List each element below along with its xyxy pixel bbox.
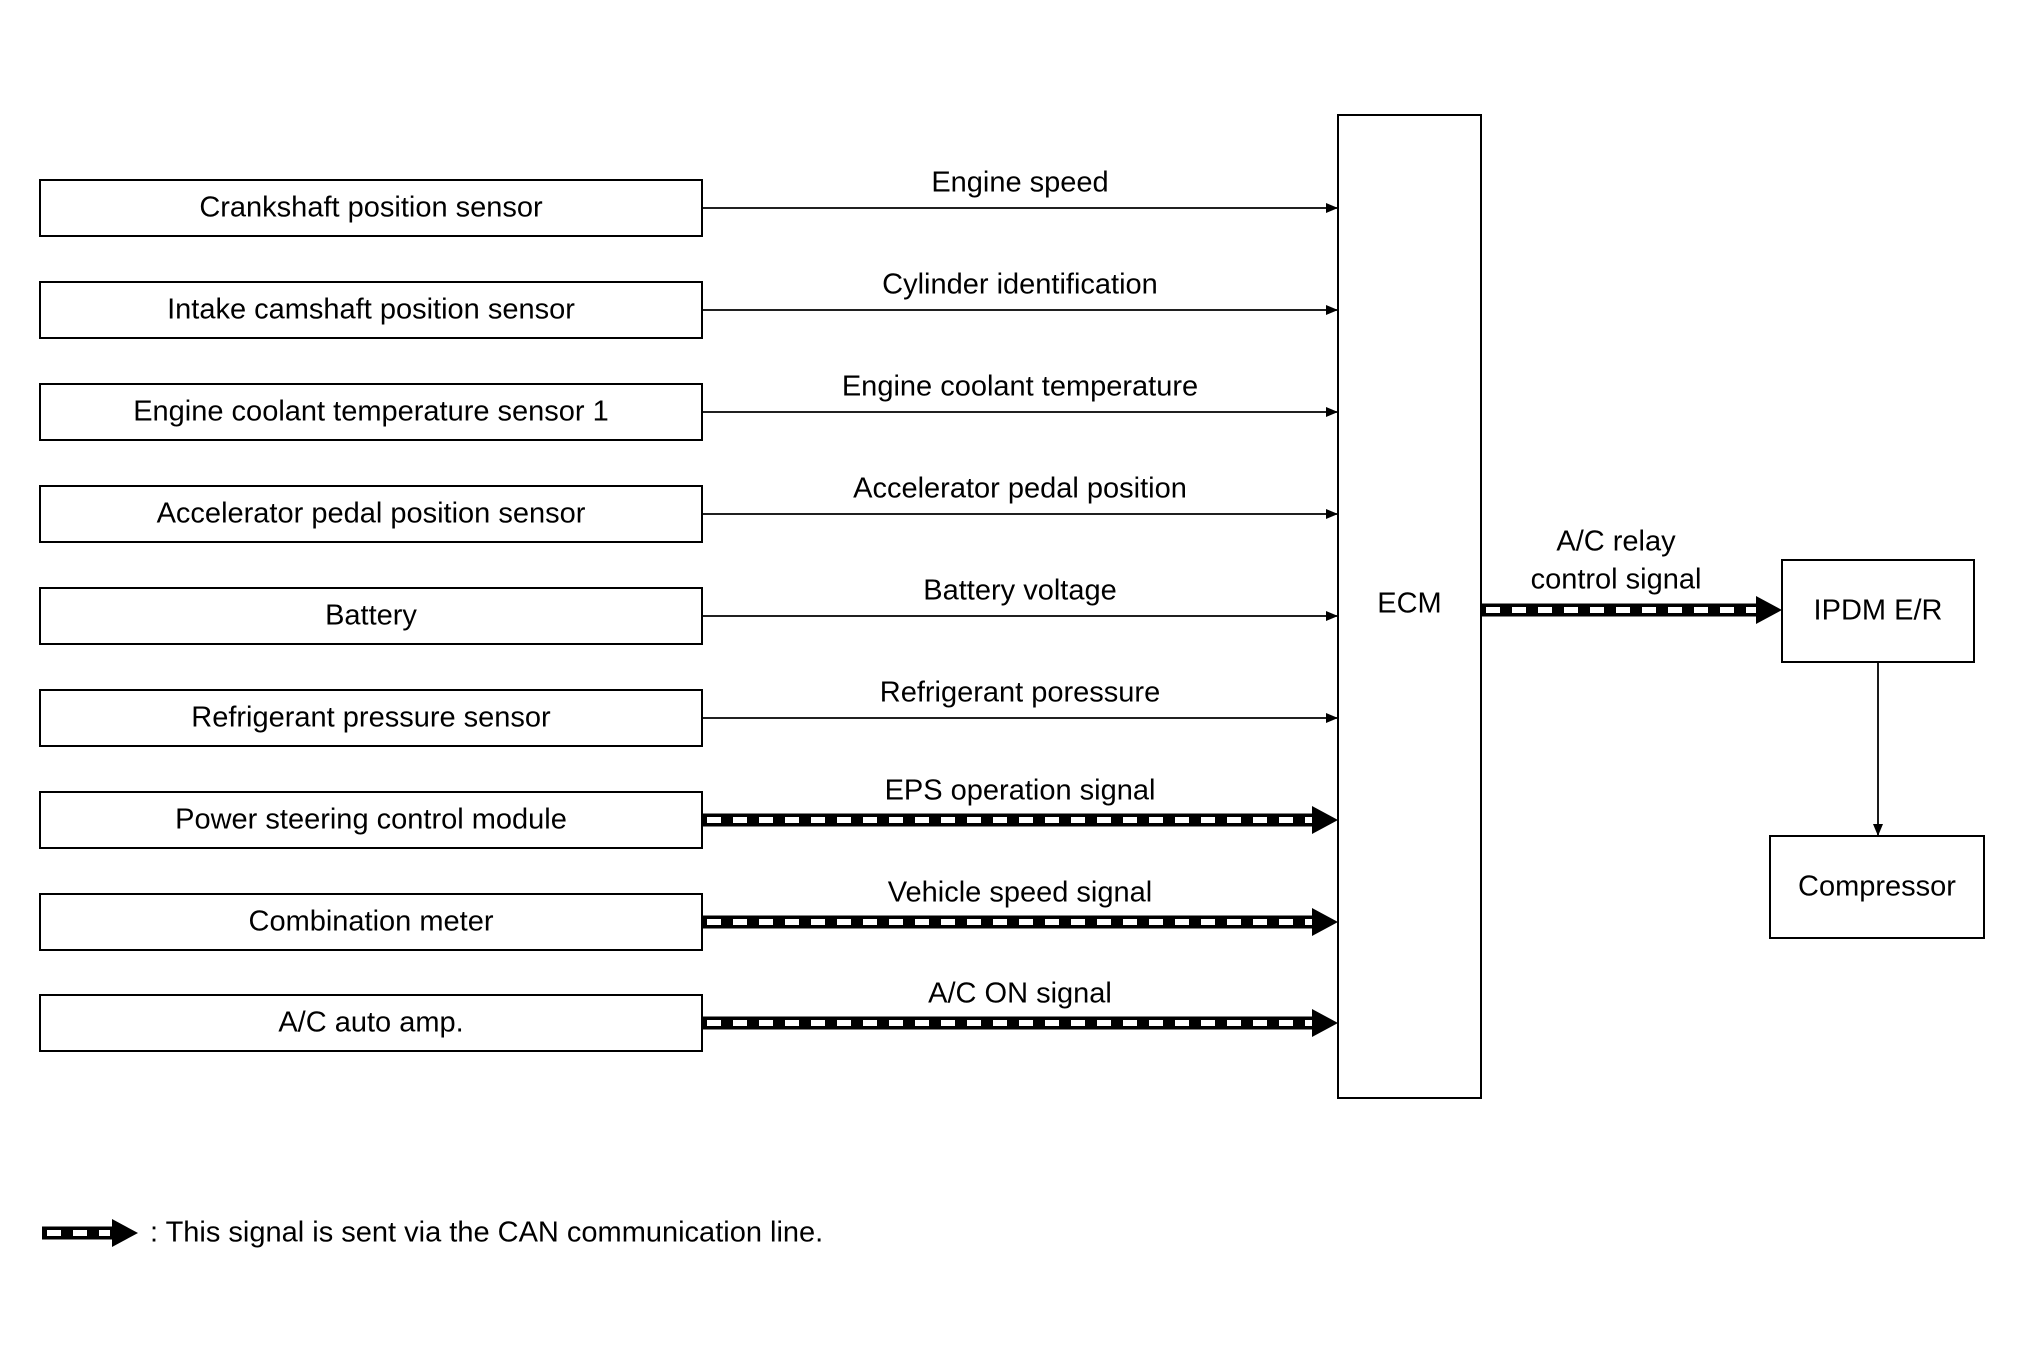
input-device-box (39, 281, 703, 339)
input-device-box (39, 689, 703, 747)
input-device-box (39, 587, 703, 645)
ipdm-er-label: IPDM E/R (1814, 595, 1943, 627)
input-device-box (39, 179, 703, 237)
can-arrowhead (1312, 908, 1338, 936)
signal-label: Engine speed (931, 167, 1108, 199)
ipdm-er-box (1781, 559, 1975, 663)
input-device-box (39, 893, 703, 951)
input-device-label: Accelerator pedal position sensor (157, 498, 586, 530)
input-device-label: A/C auto amp. (278, 1007, 463, 1039)
input-device-box (39, 791, 703, 849)
signal-label: EPS operation signal (885, 775, 1156, 807)
ecm-label: ECM (1377, 588, 1441, 620)
can-arrowhead (1312, 806, 1338, 834)
input-device-box (39, 485, 703, 543)
can-arrowhead-output (1756, 596, 1782, 624)
ecm-box (1337, 114, 1482, 1099)
input-device-label: Intake camshaft position sensor (167, 294, 575, 326)
signal-label: Refrigerant poressure (880, 677, 1160, 709)
input-device-label: Battery (325, 600, 417, 632)
input-device-box (39, 994, 703, 1052)
legend-can-arrowhead (112, 1219, 138, 1247)
signal-label: Vehicle speed signal (888, 877, 1152, 909)
input-device-label: Engine coolant temperature sensor 1 (133, 396, 609, 428)
signal-label: Accelerator pedal position (853, 473, 1187, 505)
input-device-label: Combination meter (249, 906, 494, 938)
can-arrowhead (1312, 1009, 1338, 1037)
input-device-label: Crankshaft position sensor (199, 192, 543, 224)
signal-label: Engine coolant temperature (842, 371, 1198, 403)
signal-label: Battery voltage (923, 575, 1116, 607)
input-device-box (39, 383, 703, 441)
input-device-label: Refrigerant pressure sensor (191, 702, 551, 734)
compressor-box (1769, 835, 1985, 939)
output-signal-label-line2: control signal (1531, 564, 1702, 596)
signal-label: Cylinder identification (882, 269, 1158, 301)
output-signal-label-line1: A/C relay (1556, 526, 1676, 558)
legend-text: : This signal is sent via the CAN commun… (150, 1217, 823, 1249)
compressor-label: Compressor (1798, 871, 1956, 903)
input-device-label: Power steering control module (175, 804, 567, 836)
signal-label: A/C ON signal (928, 978, 1112, 1010)
